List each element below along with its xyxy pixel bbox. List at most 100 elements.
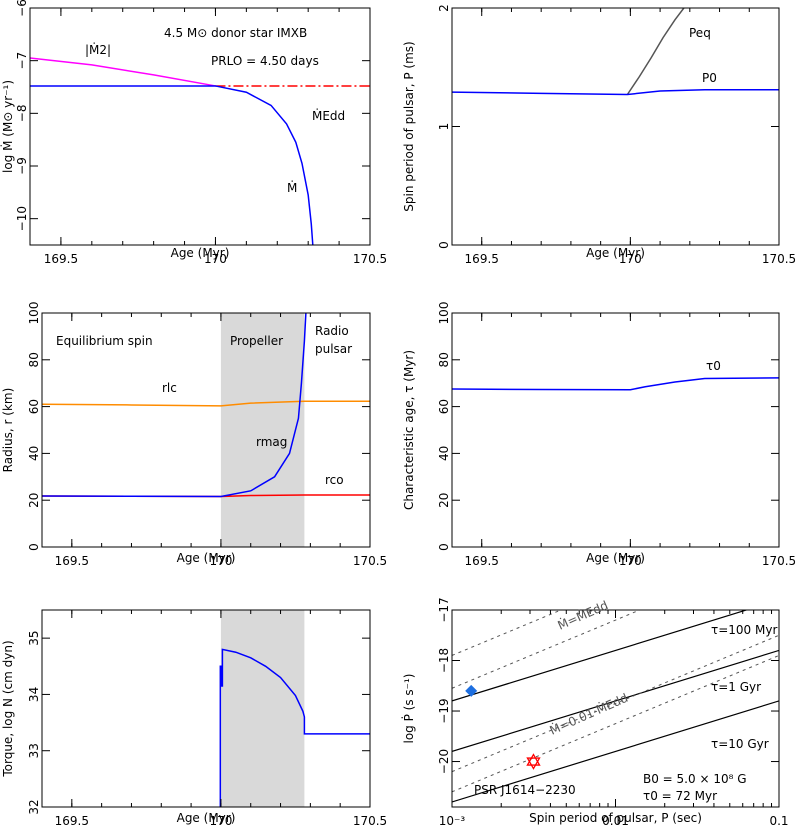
plot-frame — [41, 312, 371, 548]
x-tick-label: 170 — [619, 554, 642, 568]
label-mdot-001-line: Ṁ=0.01·ṀEdd — [547, 690, 630, 738]
reference-line-1 — [452, 649, 779, 753]
label-mdot-edd-line: Ṁ=ṀEdd — [555, 597, 610, 632]
x-tick-label: 169.5 — [465, 554, 499, 568]
x-axis-label: Age (Myr) — [586, 551, 645, 565]
y-tick-label: 40 — [27, 446, 41, 461]
y-axis-label: log Ṁ (M⊙ yr⁻¹) — [0, 80, 15, 173]
y-tick-label: −10 — [15, 206, 29, 231]
mdot-title-1: 4.5 M⊙ donor star IMXB — [164, 26, 307, 40]
x-tick-label: 10⁻³ — [439, 814, 466, 828]
x-axis-label: Spin period of pulsar, P (sec) — [529, 811, 702, 825]
x-tick-label: 169.5 — [465, 252, 499, 266]
shaded-region — [220, 313, 305, 547]
label-mdot: Ṁ — [287, 180, 297, 195]
x-tick-label: 170.5 — [353, 814, 387, 828]
reference-line-4 — [452, 610, 642, 689]
x-axis-label: Age (Myr) — [586, 246, 645, 260]
series-line-charage-0 — [452, 377, 779, 391]
y-tick-label: −8 — [15, 104, 29, 122]
y-tick-label: −6 — [15, 0, 29, 17]
y-tick-label: 2 — [437, 4, 451, 12]
y-tick-label: −18 — [437, 648, 451, 673]
label-rlc: rlc — [162, 381, 177, 395]
data-point-star — [526, 757, 541, 770]
series-line-radius-0 — [42, 400, 370, 407]
y-tick-label: 20 — [27, 493, 41, 508]
y-tick-label: 35 — [27, 631, 41, 646]
label-tau-10gyr: τ=10 Gyr — [711, 737, 769, 751]
y-tick-label: 1 — [437, 123, 451, 131]
reference-line-6 — [452, 655, 779, 793]
x-tick-label: 0.1 — [769, 814, 788, 828]
label-rco: rco — [325, 473, 344, 487]
x-axis-label: Age (Myr) — [177, 551, 236, 565]
y-axis-label: Torque, log N (cm dyn) — [1, 640, 15, 777]
x-tick-label: 170 — [209, 814, 232, 828]
label-tau0-72: τ0 = 72 Myr — [643, 789, 717, 803]
x-tick-label: 170.5 — [762, 554, 796, 568]
y-tick-label: 40 — [437, 446, 451, 461]
x-tick-label: 170 — [204, 252, 227, 266]
x-tick-label: 170.5 — [353, 554, 387, 568]
y-tick-label: 100 — [27, 302, 41, 325]
x-axis-label: Age (Myr) — [177, 811, 236, 825]
label-peq: Peq — [689, 26, 711, 40]
region-radio: Radio — [315, 324, 349, 338]
y-tick-label: −17 — [437, 597, 451, 622]
x-tick-label: 169.5 — [55, 554, 89, 568]
series-line-mdot-0 — [30, 57, 216, 87]
data-point-star — [526, 753, 541, 766]
mdot-title-2: PRLO = 4.50 days — [211, 54, 319, 68]
y-tick-label: −20 — [437, 749, 451, 774]
y-axis-label: Radius, r (km) — [1, 388, 15, 473]
y-tick-label: −7 — [15, 52, 29, 70]
plot-frame — [451, 7, 780, 246]
x-tick-label: 170 — [619, 252, 642, 266]
x-tick-label: 0.01 — [602, 814, 629, 828]
y-tick-label: −19 — [437, 698, 451, 723]
label-tau-100myr: τ=100 Myr — [711, 623, 777, 637]
y-axis-label: log Ṗ (s s⁻¹) — [401, 674, 416, 744]
x-tick-label: 169.5 — [44, 252, 78, 266]
x-tick-label: 170.5 — [762, 252, 796, 266]
region-propeller: Propeller — [230, 334, 283, 348]
y-axis-label: Spin period of pulsar, P (ms) — [402, 41, 416, 212]
y-tick-label: 34 — [27, 687, 41, 702]
y-tick-label: 32 — [27, 799, 41, 814]
y-tick-label: 33 — [27, 743, 41, 758]
y-tick-label: 80 — [27, 352, 41, 367]
label-tau0: τ0 — [706, 359, 721, 373]
series-line-mdot-2 — [30, 85, 314, 245]
y-tick-label: 0 — [437, 543, 451, 551]
y-tick-label: 20 — [437, 493, 451, 508]
x-tick-label: 170 — [209, 554, 232, 568]
y-tick-label: 60 — [437, 399, 451, 414]
series-line-spin-1 — [452, 89, 779, 96]
x-axis-label: Age (Myr) — [171, 246, 230, 260]
y-tick-label: 60 — [27, 399, 41, 414]
y-tick-label: −9 — [15, 157, 29, 175]
series-line-spin-0 — [626, 8, 685, 95]
reference-line-0 — [452, 610, 749, 702]
label-m2: |Ṁ2| — [85, 42, 111, 57]
region-pulsar: pulsar — [315, 342, 352, 356]
label-tau-1gyr: τ=1 Gyr — [711, 680, 761, 694]
y-tick-label: 100 — [437, 302, 451, 325]
label-psr-j1614: PSR J1614−2230 — [474, 783, 576, 797]
plot-frame — [451, 312, 780, 548]
label-medd: ṀEdd — [312, 108, 345, 123]
y-tick-label: 0 — [27, 543, 41, 551]
y-tick-label: 0 — [437, 241, 451, 249]
data-point-diamond — [465, 684, 478, 697]
shaded-region — [220, 610, 305, 807]
label-p0: P0 — [702, 71, 717, 85]
y-tick-label: 80 — [437, 352, 451, 367]
